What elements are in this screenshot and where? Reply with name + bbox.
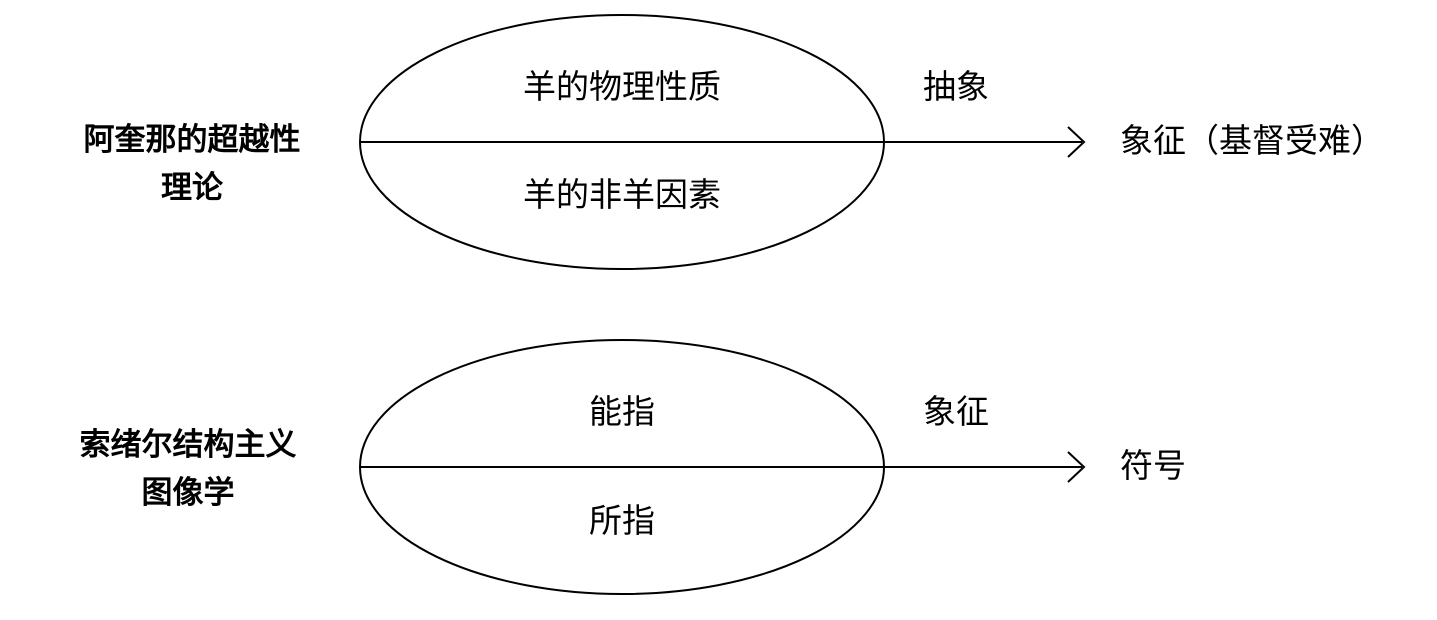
theory-label-line2: 理论 <box>161 170 224 206</box>
row-aquinas: 阿奎那的超越性 理论 羊的物理性质 羊的非羊因素 抽象 象征（基督受难） <box>84 14 1384 270</box>
arrow-label: 抽象 <box>923 67 989 106</box>
arrow-label: 象征 <box>923 392 989 431</box>
upper-half-label: 羊的物理性质 <box>523 67 721 106</box>
arrow-head <box>1067 451 1086 483</box>
result-label: 符号 <box>1120 446 1186 485</box>
upper-half-label: 能指 <box>589 392 655 431</box>
row-saussure: 索绪尔结构主义 图像学 能指 所指 象征 符号 <box>80 339 1186 595</box>
lower-half-label: 羊的非羊因素 <box>523 175 721 214</box>
theory-label-line1: 阿奎那的超越性 <box>84 122 301 158</box>
lower-half-label: 所指 <box>589 501 655 540</box>
arrow-head <box>1067 126 1086 158</box>
theory-label-line1: 索绪尔结构主义 <box>80 427 297 463</box>
result-label: 象征（基督受难） <box>1120 121 1384 160</box>
theory-label-line2: 图像学 <box>142 475 235 511</box>
